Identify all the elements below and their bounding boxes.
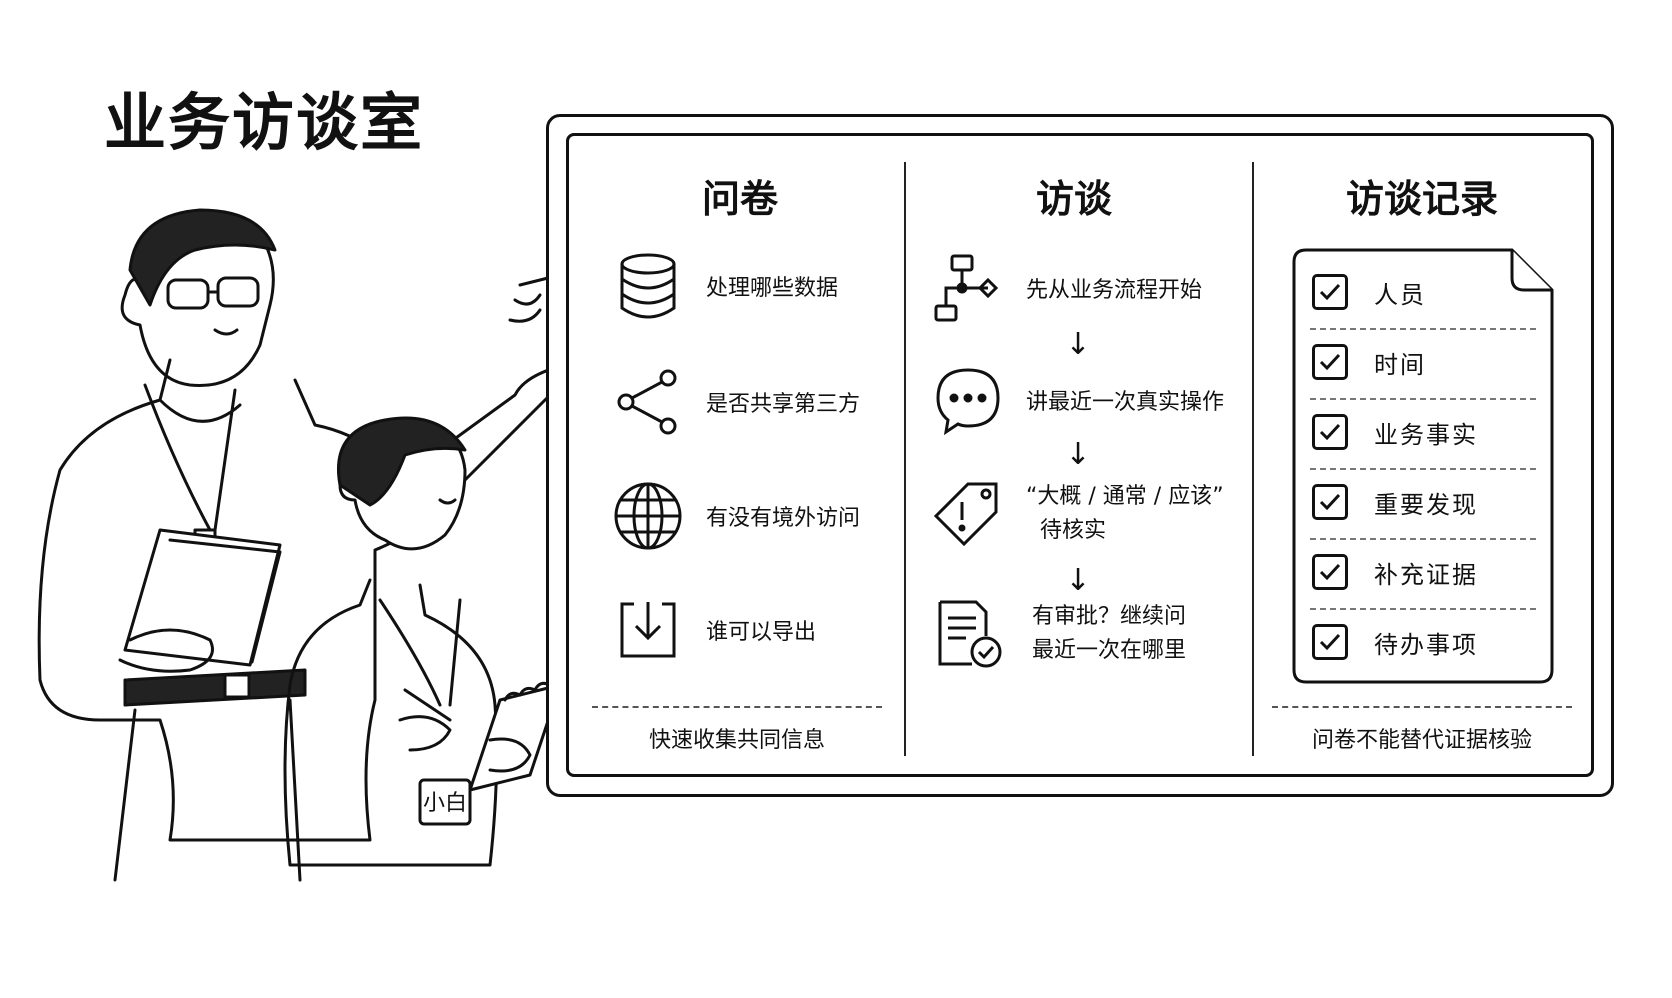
interview-step-text: 有审批？继续问 最近一次在哪里 — [1032, 604, 1187, 663]
flowchart-icon — [932, 252, 1004, 324]
record-item: 人员 — [1312, 274, 1536, 310]
arrow-down-icon: ↓ — [1065, 563, 1091, 598]
database-icon — [612, 250, 684, 322]
column-divider — [904, 162, 906, 756]
page-title: 业务访谈室 — [104, 86, 425, 159]
checkbox-checked-icon — [1312, 274, 1348, 310]
alert-tag-icon — [932, 478, 1004, 550]
record-divider — [1272, 706, 1572, 708]
questionnaire-divider — [592, 706, 882, 708]
checkbox-checked-icon — [1312, 344, 1348, 380]
download-icon — [612, 594, 684, 666]
record-item: 补充证据 — [1312, 554, 1536, 590]
questionnaire-item: 有没有境外访问 — [612, 480, 860, 552]
interviewer-illustration: 小白 — [37, 208, 597, 882]
share-icon — [612, 366, 684, 438]
record-footer: 问卷不能替代证据核验 — [1311, 728, 1532, 753]
arrow-down-icon: ↓ — [1065, 327, 1091, 362]
interview-step: 先从业务流程开始 — [932, 252, 1202, 324]
questionnaire-item: 谁可以导出 — [612, 594, 816, 666]
questionnaire-footer: 快速收集共同信息 — [648, 728, 825, 753]
record-item: 时间 — [1312, 344, 1536, 380]
record-item: 重要发现 — [1312, 484, 1536, 520]
checkbox-checked-icon — [1312, 554, 1348, 590]
chat-bubble-icon — [932, 364, 1004, 436]
globe-icon — [612, 480, 684, 552]
record-item: 业务事实 — [1312, 414, 1536, 450]
interview-step: 讲最近一次真实操作 — [932, 364, 1224, 436]
interview-step: “大概 / 通常 / 应该” 待核实 — [932, 478, 1224, 550]
column-divider — [1252, 162, 1254, 756]
questionnaire-item: 是否共享第三方 — [612, 366, 860, 438]
name-badge: 小白 — [423, 791, 467, 816]
record-title: 访谈记录 — [1345, 176, 1498, 221]
approved-document-icon — [932, 598, 1004, 670]
record-sheet — [1292, 248, 1554, 684]
questionnaire-item: 处理哪些数据 — [612, 250, 838, 322]
questionnaire-title: 问卷 — [701, 176, 778, 221]
checkbox-checked-icon — [1312, 624, 1348, 660]
checkbox-checked-icon — [1312, 484, 1348, 520]
arrow-down-icon: ↓ — [1065, 437, 1091, 472]
interview-title: 访谈 — [1035, 176, 1112, 221]
interview-step: 有审批？继续问 最近一次在哪里 — [932, 598, 1186, 670]
record-item: 待办事项 — [1312, 624, 1536, 660]
interview-step-text: “大概 / 通常 / 应该” 待核实 — [1026, 484, 1224, 543]
checkbox-checked-icon — [1312, 414, 1348, 450]
